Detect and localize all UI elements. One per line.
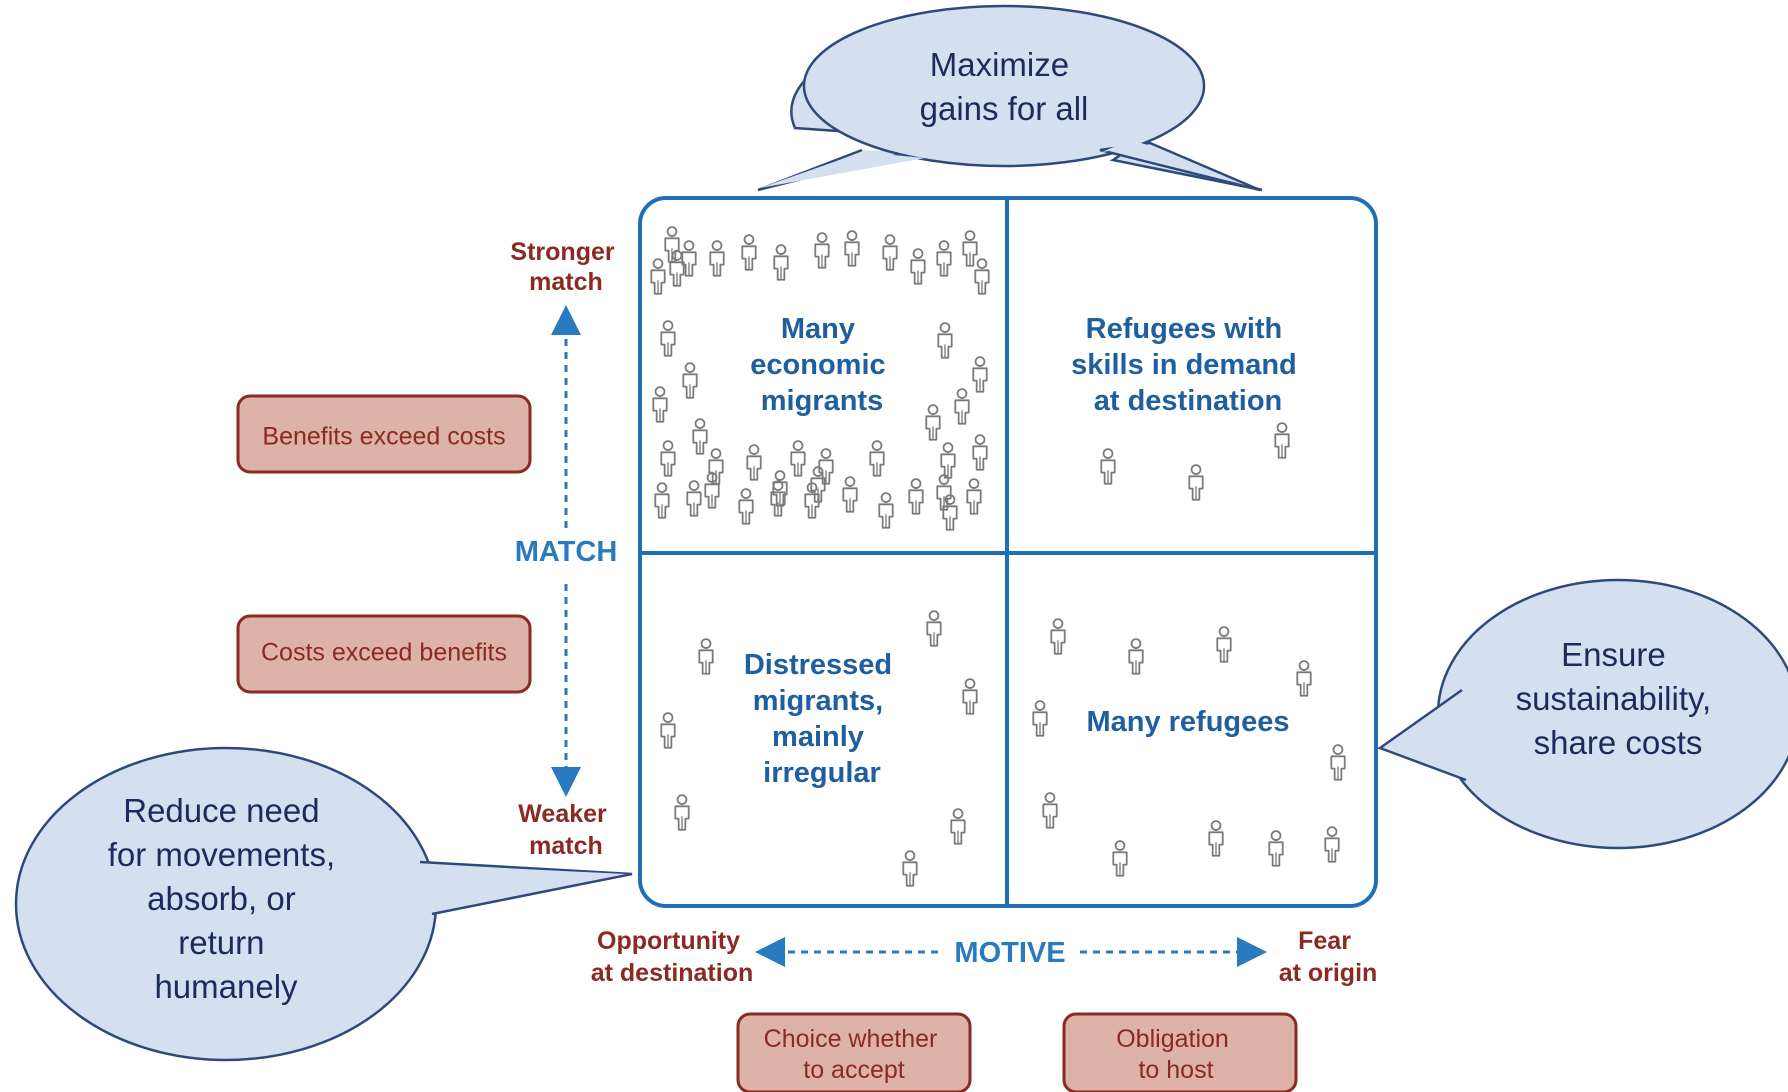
speech-bubble-right: Ensure sustainability, share costs bbox=[1377, 578, 1788, 850]
svg-text:Benefits exceed costs: Benefits exceed costs bbox=[262, 423, 505, 451]
svg-text:Choice whether to accept: Choice whether to accept bbox=[764, 1025, 945, 1084]
svg-text:Ensure sustainability,: Ensure sustainability, share costs bbox=[1516, 636, 1721, 761]
speech-bubble-top: Maximize gains for all bbox=[757, 4, 1263, 192]
quadrant-label-bottom-right: Many refugees bbox=[1086, 706, 1289, 738]
weaker-match-label: Weaker match bbox=[518, 800, 613, 860]
quadrant-frame bbox=[638, 196, 1378, 908]
costs-exceed-benefits-box: Costs exceed benefits bbox=[236, 614, 532, 694]
obligation-to-host-box: Obligation to host bbox=[1062, 1012, 1298, 1092]
quadrant-label-top-right: Refugees with skills in demand at destin… bbox=[1071, 313, 1305, 417]
quadrant-label-top-left: Many economic migrants bbox=[750, 313, 893, 417]
svg-text:Costs exceed benefits: Costs exceed benefits bbox=[261, 639, 507, 667]
stronger-match-label: Stronger match bbox=[510, 238, 621, 296]
choice-whether-to-accept-box: Choice whether to accept bbox=[736, 1012, 972, 1092]
match-axis-label: MATCH bbox=[515, 536, 618, 568]
fear-label: Fear at origin bbox=[1279, 927, 1378, 987]
opportunity-label: Opportunity at destination bbox=[591, 927, 754, 987]
motive-axis-label: MOTIVE bbox=[954, 937, 1065, 969]
quadrant-label-bottom-left: Distressed migrants, mainly irregular bbox=[744, 649, 900, 789]
benefits-exceed-costs-box: Benefits exceed costs bbox=[236, 394, 532, 474]
speech-bubble-left: Reduce need for movements, absorb, or re… bbox=[14, 746, 633, 1062]
svg-text:Obligation to host: Obligation to host bbox=[1116, 1025, 1236, 1084]
svg-text:Reduce need for movement: Reduce need for movements, absorb, or re… bbox=[108, 792, 345, 1005]
svg-text:Maximize gains for all: Maximize gains for all bbox=[920, 46, 1089, 127]
